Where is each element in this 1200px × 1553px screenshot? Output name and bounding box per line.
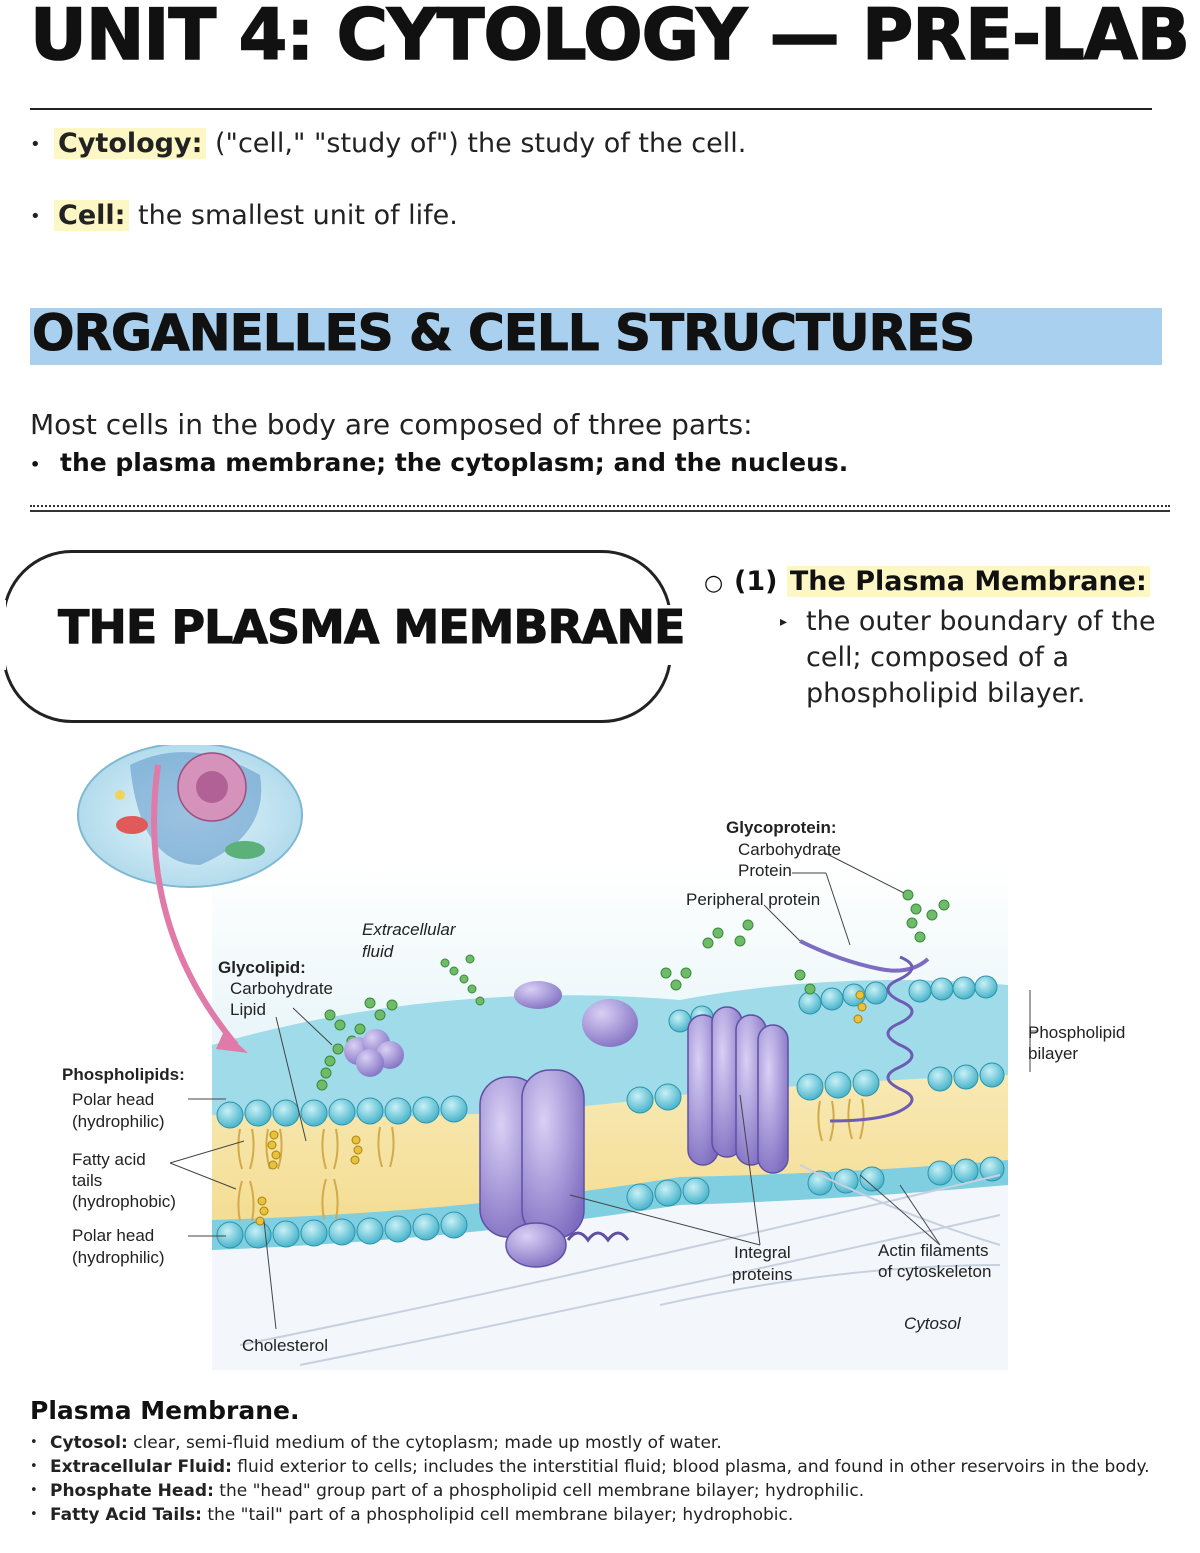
definition-term: Cytology:: [54, 128, 207, 159]
actin-label-2: of cytoskeleton: [878, 1262, 991, 1281]
cholesterol-label: Cholesterol: [242, 1336, 328, 1355]
list-item: • Phosphate Head: the "head" group part o…: [30, 1479, 1180, 1503]
definition-text: the "tail" part of a phospholipid cell m…: [201, 1505, 794, 1525]
definition-term: Extracellular Fluid:: [50, 1457, 232, 1477]
bullet-icon: •: [30, 1483, 38, 1498]
page-title: UNIT 4: CYTOLOGY — PRE-LAB: [29, 0, 1191, 77]
surface-protein-cluster: [344, 1029, 404, 1077]
phospholipids-label: Phospholipids:: [62, 1065, 185, 1084]
section-parts-text: the plasma membrane; the cytoplasm; and …: [60, 448, 849, 477]
protein-label: Protein: [738, 861, 792, 880]
bullet-icon: •: [30, 206, 41, 227]
upper-head-row: [216, 1062, 1005, 1129]
title-divider: [30, 108, 1152, 110]
list-item: • Fatty Acid Tails: the "tail" part of a …: [30, 1503, 1180, 1527]
plasma-membrane-heading: ○ (1) The Plasma Membrane:: [704, 566, 1150, 597]
pill-gap-right: [666, 605, 676, 665]
extracellular-label-2: fluid: [362, 942, 394, 961]
pill-title: THE PLASMA MEMBRANE: [57, 600, 685, 655]
definition-text: the smallest unit of life.: [129, 200, 458, 231]
plasma-description-text: the outer boundary of the cell; composed…: [806, 606, 1156, 709]
bullet-icon: •: [30, 454, 41, 474]
bullet-icon: •: [30, 1435, 38, 1450]
fatty-acid-label: Fatty acid: [72, 1150, 146, 1169]
plasma-number: (1): [734, 566, 778, 597]
definition-term: Phosphate Head:: [50, 1481, 214, 1501]
carbohydrate-chains: [440, 889, 950, 1006]
section-intro: Most cells in the body are composed of t…: [30, 408, 753, 441]
pill-gap-left: [0, 600, 6, 670]
definition-text: clear, semi-fluid medium of the cytoplas…: [127, 1433, 722, 1453]
peripheral-protein-label: Peripheral protein: [686, 890, 820, 909]
integral-label-1: Integral: [734, 1243, 791, 1262]
peripheral-protein: [799, 939, 930, 973]
section-parts: • the plasma membrane; the cytoplasm; and…: [30, 448, 848, 477]
list-item: • Cytosol: clear, semi-fluid medium of th…: [30, 1431, 1180, 1455]
solid-divider: [30, 510, 1170, 512]
bullet-icon: •: [30, 134, 41, 155]
plasma-description: ▸ the outer boundary of the cell; compos…: [780, 604, 1170, 712]
whole-cell-illustration: [77, 745, 303, 888]
tails-label: tails: [72, 1171, 102, 1190]
zoom-arrow: [151, 764, 239, 1047]
extracellular-label-1: Extracellular: [362, 920, 457, 939]
surface-protein: [514, 981, 562, 1009]
definition-term: Cell:: [54, 200, 130, 231]
hydrophilic-label-2: (hydrophilic): [72, 1248, 165, 1267]
list-item: • Extracellular Fluid: fluid exterior to …: [30, 1455, 1180, 1479]
carbohydrate-label-1: Carbohydrate: [230, 979, 333, 998]
section-banner: ORGANELLES & CELL STRUCTURES: [30, 304, 1162, 365]
plasma-membrane-diagram: Extracellular fluid Glycolipid: Carbohyd…: [62, 745, 1125, 1370]
integral-protein-channel: [479, 1069, 630, 1268]
polar-head-label-2: Polar head: [72, 1226, 154, 1245]
hydrophobic-label: (hydrophobic): [72, 1192, 176, 1211]
lipid-label: Lipid: [230, 1000, 266, 1019]
definitions-list: • Cytosol: clear, semi-fluid medium of th…: [30, 1431, 1180, 1527]
integral-label-2: proteins: [732, 1265, 792, 1284]
cholesterol-molecules: [255, 990, 867, 1226]
hydrophobic-core: [212, 1075, 1008, 1225]
definition-term: Fatty Acid Tails:: [50, 1505, 202, 1525]
definition-term: Cytosol:: [50, 1433, 128, 1453]
bullet-icon: •: [30, 1507, 38, 1522]
definition-cell: • Cell: the smallest unit of life.: [30, 200, 458, 231]
dotted-divider: [30, 505, 1170, 507]
glycolipid-label: Glycolipid:: [218, 958, 306, 977]
surface-protein: [582, 999, 638, 1047]
lower-head-row: [216, 1156, 1005, 1249]
bullet-icon: •: [30, 1459, 38, 1474]
section-heading: ORGANELLES & CELL STRUCTURES: [31, 304, 975, 363]
circle-bullet-icon: ○: [704, 571, 724, 596]
glycoprotein-coil: [829, 955, 914, 1123]
leader-lines: [169, 852, 1038, 1330]
glycoprotein-label: Glycoprotein:: [726, 818, 837, 837]
bilayer-label-1: Phospholipid: [1028, 1023, 1125, 1042]
polar-head-label-1: Polar head: [72, 1090, 154, 1109]
definition-text: the "head" group part of a phospholipid …: [213, 1481, 865, 1501]
bilayer-label-2: bilayer: [1028, 1044, 1078, 1063]
integral-protein-helix: [687, 1006, 789, 1174]
zoom-arrowhead: [216, 1031, 248, 1053]
surface-head-row: [668, 975, 998, 1033]
plasma-term: The Plasma Membrane:: [786, 566, 1150, 597]
actin-label-1: Actin filaments: [878, 1241, 989, 1260]
definition-text: fluid exterior to cells; includes the in…: [231, 1457, 1150, 1477]
cytosol-label: Cytosol: [904, 1314, 962, 1333]
carbohydrate-label-2: Carbohydrate: [738, 840, 841, 859]
triangle-bullet-icon: ▸: [780, 614, 788, 630]
definition-text: ("cell," "study of") the study of the ce…: [206, 128, 747, 159]
hydrophilic-label-1: (hydrophilic): [72, 1112, 165, 1131]
definitions-heading: Plasma Membrane.: [30, 1396, 300, 1425]
definition-cytology: • Cytology: ("cell," "study of") the stud…: [30, 128, 746, 159]
